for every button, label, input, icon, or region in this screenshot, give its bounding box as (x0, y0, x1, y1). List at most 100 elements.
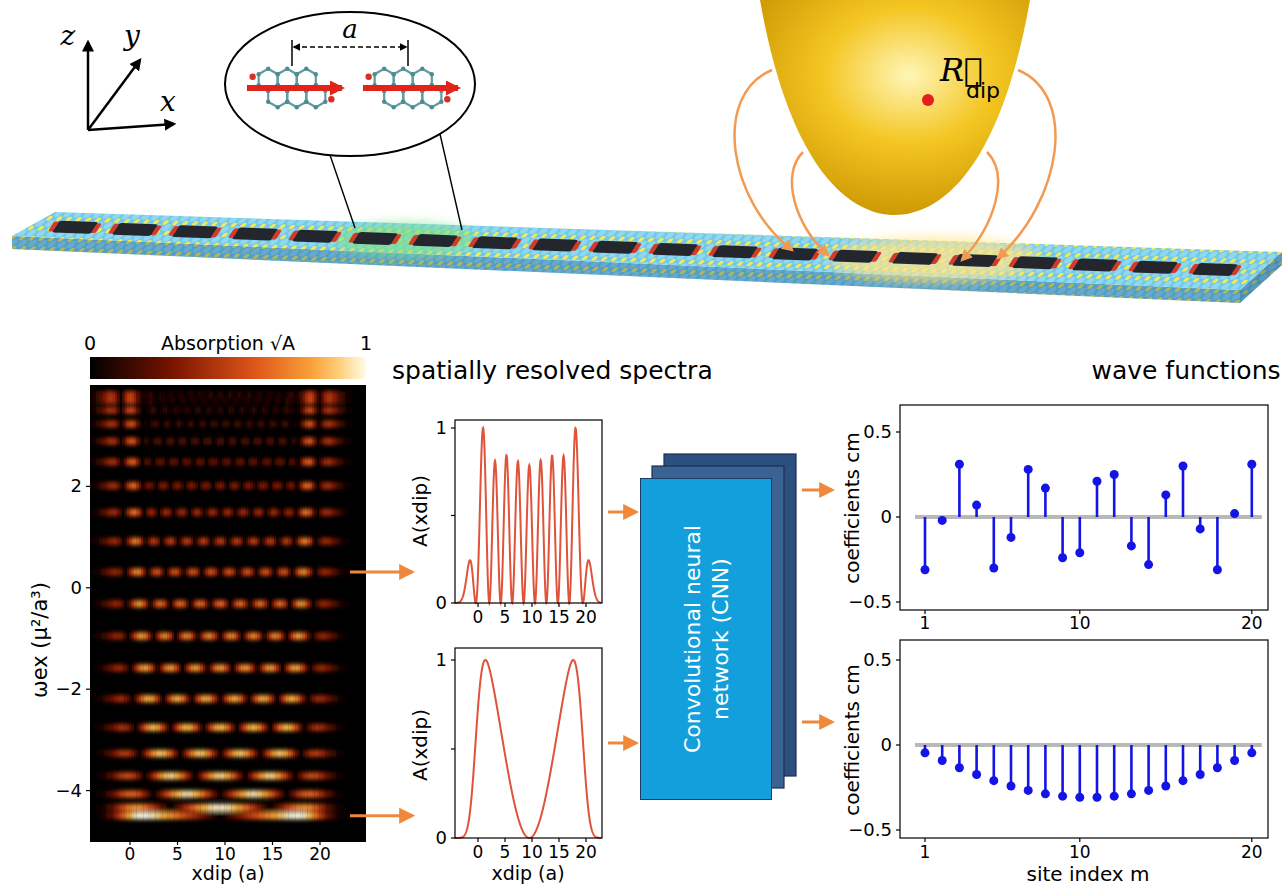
molecule-chain (1171, 263, 1182, 273)
absorption-map (177, 724, 180, 731)
absorption-map (146, 568, 149, 575)
absorption-map (231, 482, 234, 489)
absorption-map (317, 812, 320, 819)
absorption-map (312, 750, 315, 757)
absorption-map (293, 664, 296, 671)
absorption-map (108, 804, 111, 811)
absorption-map (269, 750, 272, 757)
absorption-map (305, 695, 308, 702)
molecule (430, 72, 434, 76)
absorption-map (212, 695, 215, 702)
absorption-map (193, 772, 196, 779)
absorption-map (117, 633, 120, 640)
absorption-map (217, 772, 220, 779)
absorption-map (181, 695, 184, 702)
absorption-map (246, 482, 249, 489)
absorption-map (255, 600, 258, 607)
absorption-map (303, 804, 306, 811)
absorption-map (231, 600, 234, 607)
absorption-map (103, 458, 106, 465)
absorption-map (305, 772, 308, 779)
molecule-chain (331, 232, 342, 242)
absorption-map (174, 633, 177, 640)
absorption-map (229, 664, 232, 671)
absorption-map (348, 804, 351, 811)
absorption-map (219, 724, 222, 731)
absorption-map (165, 804, 168, 811)
absorption-map (215, 724, 218, 731)
absorption-map (98, 804, 101, 811)
absorption-map (241, 695, 244, 702)
absorption-map (132, 538, 135, 545)
absorption-map (324, 538, 327, 545)
absorption-map (141, 458, 144, 465)
absorption-map (105, 664, 108, 671)
absorption-map (319, 695, 322, 702)
absorption-map (136, 633, 139, 640)
absorption-map (288, 458, 291, 465)
absorption-map (162, 812, 165, 819)
absorption-map (293, 812, 296, 819)
absorption-map (155, 695, 158, 702)
absorption-map (238, 600, 241, 607)
absorption-map (113, 791, 116, 798)
absorption-map (250, 750, 253, 757)
absorption-map (326, 695, 329, 702)
absorption-map (227, 568, 230, 575)
absorption-map (122, 538, 125, 545)
absorption-map (243, 482, 246, 489)
absorption-map (129, 695, 132, 702)
absorption-map (215, 804, 218, 811)
absorption-map (155, 568, 158, 575)
absorption-map (343, 482, 346, 489)
absorption-map (276, 664, 279, 671)
absorption-map (291, 509, 294, 516)
absorption-map (312, 600, 315, 607)
absorption-map (322, 458, 325, 465)
absorption-map (148, 509, 151, 516)
absorption-map (215, 791, 218, 798)
absorption-map (262, 458, 265, 465)
absorption-map (227, 724, 230, 731)
absorption-map (231, 568, 234, 575)
absorption-map (151, 600, 154, 607)
absorption-map (203, 772, 206, 779)
absorption-map (312, 724, 315, 731)
absorption-map (227, 600, 230, 607)
absorption-map (167, 750, 170, 757)
absorption-map (200, 633, 203, 640)
absorption-map (357, 538, 360, 545)
absorption-map (234, 812, 237, 819)
absorption-map (105, 804, 108, 811)
absorption-map (151, 724, 154, 731)
absorption-map (105, 538, 108, 545)
absorption-map (200, 791, 203, 798)
absorption-map (108, 772, 111, 779)
absorption-map (117, 791, 120, 798)
absorption-map (196, 724, 199, 731)
absorption-map (122, 812, 125, 819)
molecule-chain (528, 239, 539, 249)
absorption-map (236, 812, 239, 819)
absorption-map (191, 600, 194, 607)
absorption-map (153, 695, 156, 702)
absorption-map (174, 538, 177, 545)
absorption-map (234, 568, 237, 575)
absorption-map (148, 458, 151, 465)
absorption-map (139, 804, 142, 811)
absorption-map (238, 664, 241, 671)
molecule-inset (440, 134, 462, 230)
absorption-map (295, 568, 298, 575)
molecule (304, 67, 308, 71)
molecule (392, 72, 396, 76)
absorption-map (360, 458, 363, 465)
absorption-map (101, 633, 104, 640)
absorption-map (336, 724, 339, 731)
absorption-map (167, 538, 170, 545)
absorption-map (129, 772, 132, 779)
absorption-map (265, 538, 268, 545)
absorption-map (160, 724, 163, 731)
absorption-map (298, 750, 301, 757)
absorption-map (222, 568, 225, 575)
absorption-map (238, 568, 241, 575)
